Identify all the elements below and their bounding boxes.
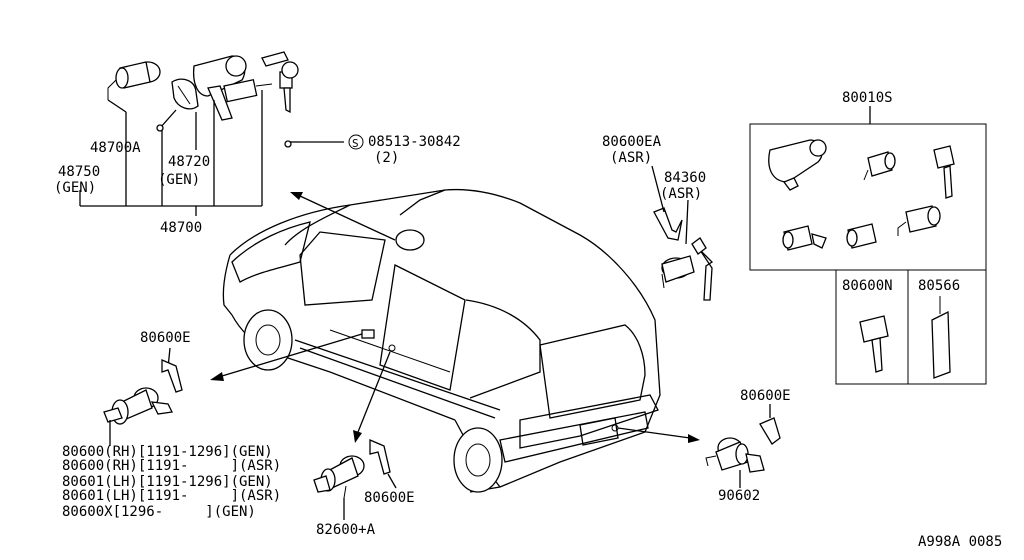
door-lock-list: 80600(RH)[1191-1296](GEN) 80600(RH)[1191…	[62, 444, 281, 520]
label-48720: 48720	[168, 154, 210, 170]
ignition-lock-assembly	[107, 51, 300, 148]
label-80600ea-asr: (ASR)	[610, 150, 652, 166]
key-set-parts	[768, 139, 955, 251]
leader-84360	[685, 199, 689, 245]
screw-08513	[284, 140, 300, 148]
door-lock-cylinder-bottom	[313, 455, 365, 499]
label-08513-qty: (2)	[374, 150, 399, 166]
label-80600e-right: 80600E	[740, 388, 791, 404]
label-84360-asr: (ASR)	[660, 186, 702, 202]
leader-80600ea	[651, 165, 665, 213]
door-lock-list-line-5: 80600X[1296- ](GEN)	[62, 504, 256, 520]
label-48750: 48750	[58, 164, 100, 180]
screw-symbol-callout: S	[348, 134, 364, 150]
minivan-illustration	[222, 188, 661, 493]
label-80600ea: 80600EA	[602, 134, 662, 150]
label-48700: 48700	[160, 220, 202, 236]
key-blank-box	[835, 269, 987, 385]
key-blank-80600n	[859, 315, 889, 373]
ignition-leader-lines	[79, 90, 344, 216]
label-48750-gen: (GEN)	[54, 180, 96, 196]
key-tag-80566	[931, 296, 951, 379]
label-80566: 80566	[918, 278, 960, 294]
label-80600e-left: 80600E	[140, 330, 191, 346]
clip-80600e-bottom	[369, 439, 391, 475]
leader-80600e-bottom	[387, 473, 397, 489]
label-08513: 08513-30842	[368, 134, 461, 150]
label-80600n: 80600N	[842, 278, 893, 294]
pointer-arrows	[210, 192, 700, 443]
door-lock-cylinder-left	[103, 359, 183, 425]
rear-hatch-lock	[705, 417, 781, 473]
door-lock-list-line-1: 80600(RH)[1191-1296](GEN)	[62, 444, 273, 460]
glove-box-lock-asr	[653, 207, 714, 301]
label-48700a: 48700A	[90, 140, 141, 156]
diagram-code: A998A 0085	[918, 534, 1002, 550]
label-82600a: 82600+A	[316, 522, 376, 538]
ignition-keys	[261, 51, 299, 114]
bracket-48720	[171, 78, 199, 110]
label-90602: 90602	[718, 488, 760, 504]
label-48720-gen: (GEN)	[158, 172, 200, 188]
door-lock-list-line-2: 80600(RH)[1191- ](ASR)	[62, 458, 281, 474]
door-lock-list-line-4: 80601(LH)[1191- ](ASR)	[62, 488, 281, 504]
label-80600e-bottom: 80600E	[364, 490, 415, 506]
door-lock-list-line-3: 80601(LH)[1191-1296](GEN)	[62, 474, 273, 490]
label-80010s: 80010S	[842, 90, 893, 106]
screw-48700a	[156, 109, 177, 132]
screw-symbol: S	[352, 137, 359, 150]
steering-lock-body	[192, 55, 273, 121]
label-84360: 84360	[664, 170, 706, 186]
ignition-cylinder-48750	[107, 61, 161, 100]
